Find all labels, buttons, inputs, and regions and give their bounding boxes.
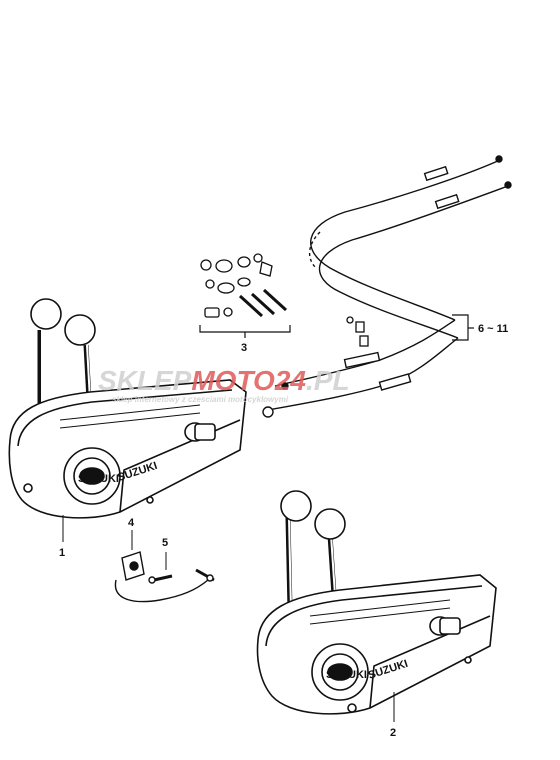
callout-6-11: 6 ~ 11 [478, 323, 508, 335]
callout-bracket-6-11 [452, 314, 474, 341]
watermark: SKLEPMOTO24.PL sklep internetowy z czesc… [98, 365, 350, 404]
switch-screw [148, 552, 173, 584]
callout-bracket-3 [199, 325, 291, 338]
box2-knob-badge: SUZUKI [326, 669, 367, 681]
callout-4: 4 [128, 517, 135, 529]
callout-3: 3 [241, 342, 247, 354]
watermark-text-24: 24 [274, 365, 307, 396]
callout-5: 5 [162, 537, 168, 549]
cable-clips [346, 316, 369, 347]
hardware-kit [200, 253, 288, 318]
neutral-switch [114, 530, 215, 603]
watermark-text-pl: .PL [306, 365, 350, 396]
callout-1: 1 [59, 547, 65, 559]
watermark-text-moto: MOTO [191, 365, 275, 396]
watermark-subtitle: sklep internetowy z czesciami motocyklow… [112, 395, 289, 404]
svg-text:SKLEPMOTO24.PL: SKLEPMOTO24.PL [98, 365, 350, 396]
watermark-text-sklep: SKLEP [98, 365, 192, 396]
control-cables [262, 155, 512, 418]
remote-control-box-2 [256, 490, 497, 715]
box1-knob-badge: SUZUKI [78, 473, 119, 485]
remote-control-box-1 [8, 298, 247, 519]
callout-2: 2 [390, 727, 396, 739]
